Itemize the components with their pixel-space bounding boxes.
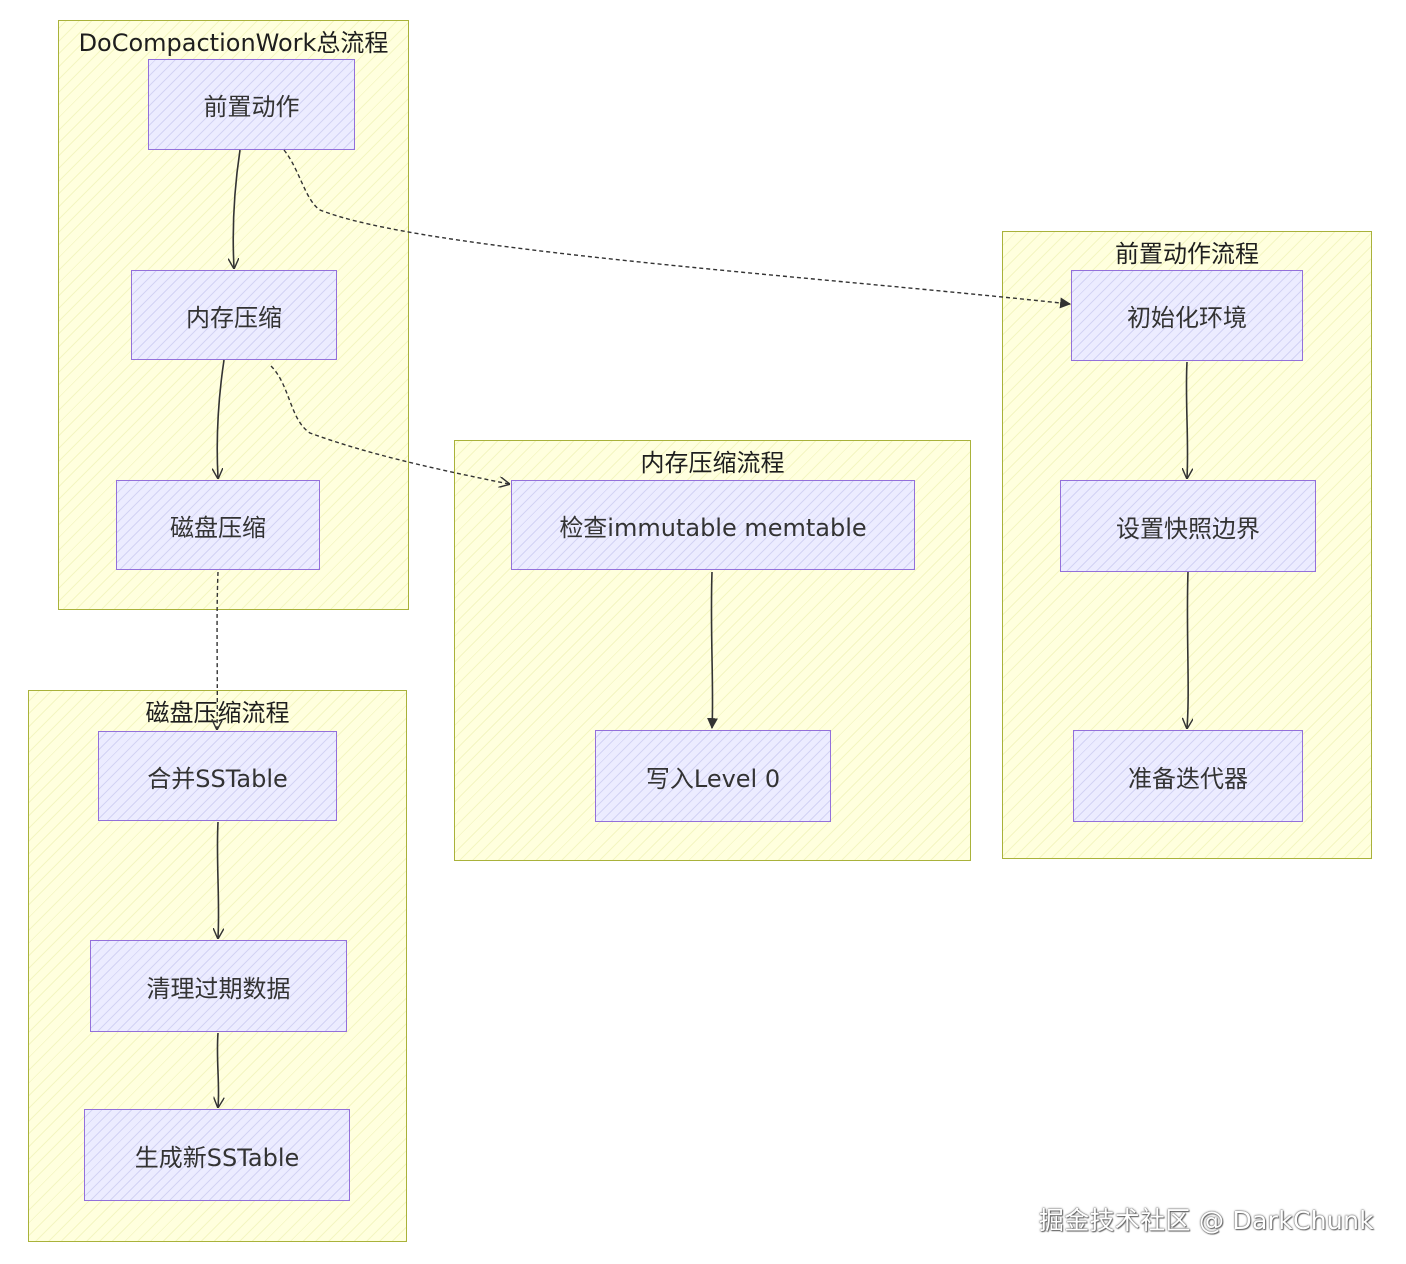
node-disk-compaction[interactable]: 磁盘压缩 — [116, 480, 320, 570]
node-set-snapshot[interactable]: 设置快照边界 — [1060, 480, 1316, 572]
node-write-level0[interactable]: 写入Level 0 — [595, 730, 831, 822]
node-init-env[interactable]: 初始化环境 — [1071, 270, 1303, 361]
watermark: 掘金技术社区 @ DarkChunk — [1038, 1206, 1374, 1235]
edge-pre-action-to-init-env — [283, 149, 1072, 309]
edge-check-to-write — [707, 571, 719, 730]
cluster-title-pre-action-flow: 前置动作流程 — [1115, 240, 1259, 268]
edge-merge-to-clean — [217, 821, 218, 938]
edge-memory-to-disk — [217, 359, 225, 478]
edge-init-to-snapshot — [1186, 361, 1187, 478]
node-merge-sstable[interactable]: 合并SSTable — [98, 731, 337, 821]
edge-clean-to-generate — [217, 1032, 218, 1107]
node-clean-expired[interactable]: 清理过期数据 — [90, 940, 347, 1032]
node-generate-sstable[interactable]: 生成新SSTable — [84, 1109, 350, 1201]
edge-snapshot-to-iterator — [1187, 571, 1188, 728]
edge-pre-action-to-memory — [233, 149, 241, 268]
cluster-title-docompactionwork: DoCompactionWork总流程 — [78, 29, 389, 57]
node-check-immutable[interactable]: 检查immutable memtable — [511, 480, 915, 570]
cluster-title-memory-compaction-flow: 内存压缩流程 — [640, 449, 785, 477]
edge-memory-to-check-immutable — [270, 365, 509, 484]
node-prepare-iterator[interactable]: 准备迭代器 — [1073, 730, 1303, 822]
node-pre-action[interactable]: 前置动作 — [148, 59, 355, 150]
edge-disk-to-merge — [217, 571, 218, 729]
node-memory-compaction[interactable]: 内存压缩 — [131, 270, 337, 360]
